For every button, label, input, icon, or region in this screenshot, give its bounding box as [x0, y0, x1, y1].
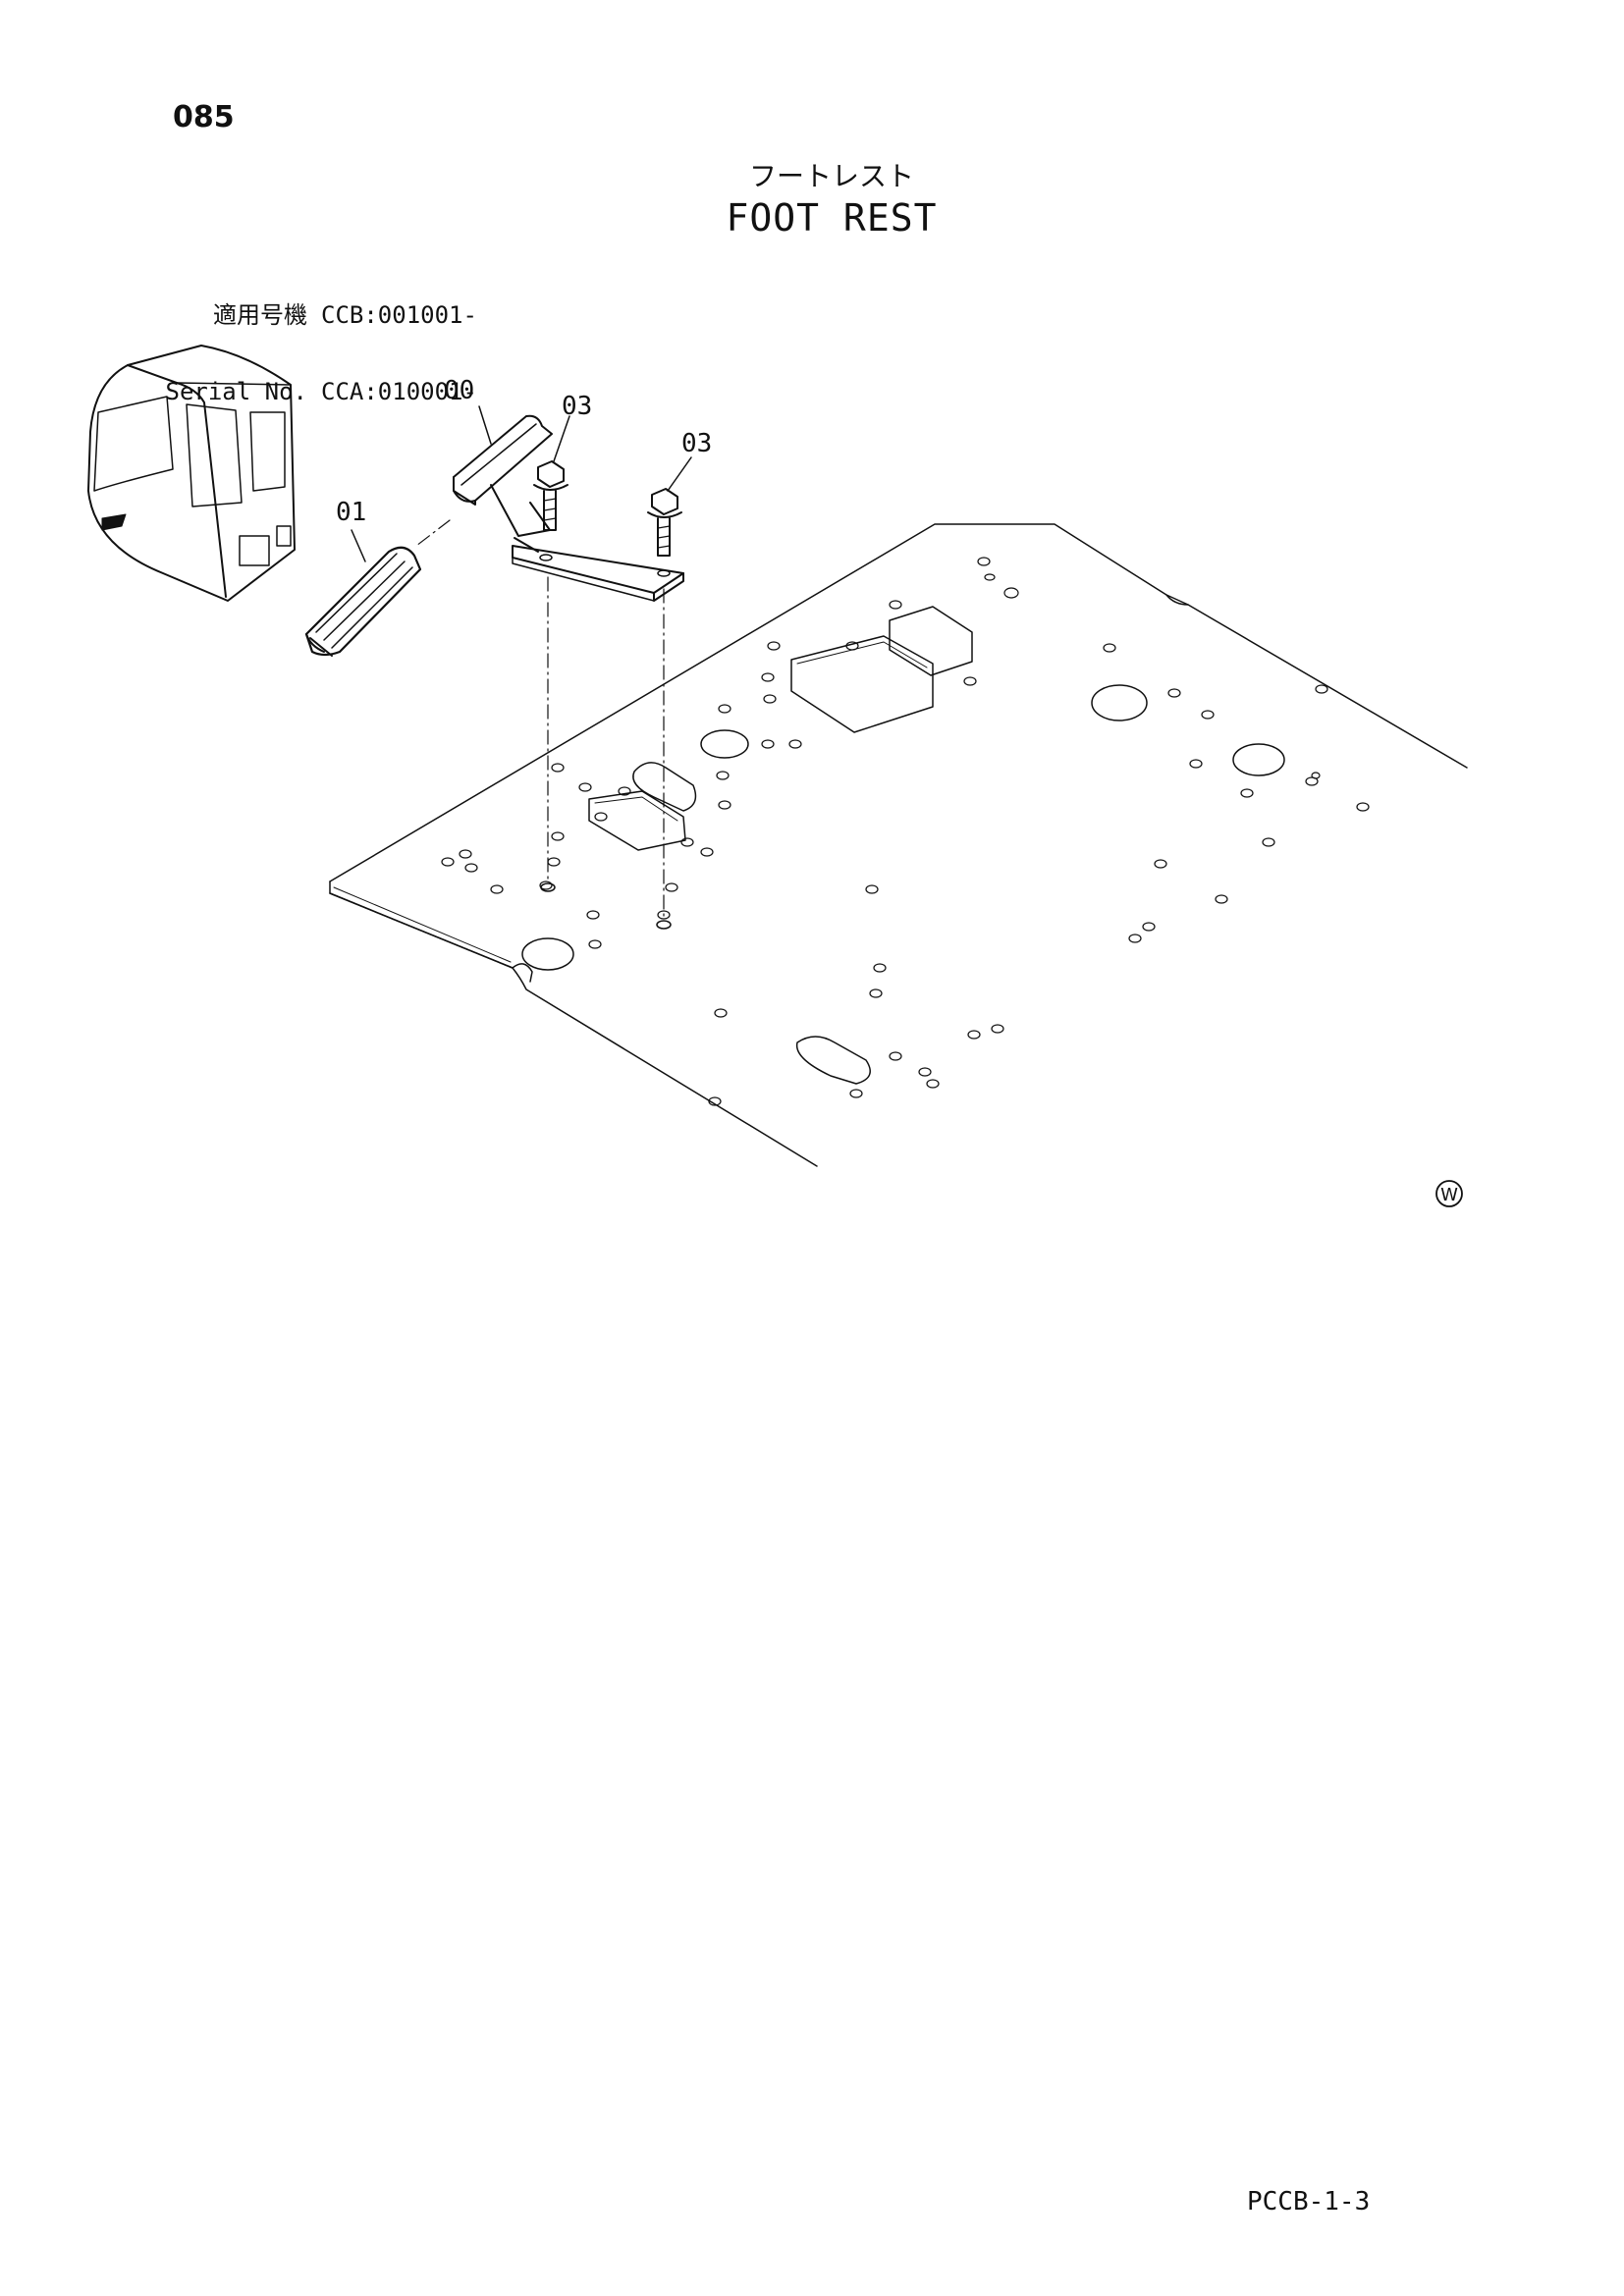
serial-value: CCA:010001- [321, 378, 477, 405]
cab-locator-icon [87, 345, 296, 602]
serial-row-applicable: 適用号機 CCB:001001- [155, 302, 477, 328]
serial-value: CCB:001001- [321, 301, 477, 329]
bolt-left [533, 460, 568, 531]
bolt-right [647, 488, 682, 557]
svg-text:W: W [1440, 1185, 1458, 1205]
footer-code: PCCB-1-3 [1247, 2187, 1371, 2216]
floor-plate [329, 523, 1468, 1167]
leader-lines [351, 405, 692, 562]
callout-03-right: 03 [681, 429, 712, 458]
alignment-lines [415, 519, 665, 922]
rubber-pad [304, 546, 422, 657]
page-number: 085 [173, 100, 235, 134]
callout-00: 00 [444, 376, 474, 405]
foot-rest-exploded-diagram: 00 01 03 03 W [87, 345, 1468, 1207]
foot-rest-bracket [453, 414, 684, 602]
callout-01: 01 [336, 498, 366, 527]
title-japanese: フートレスト [748, 160, 914, 192]
serial-label: 適用号機 [213, 301, 307, 329]
serial-block: 適用号機 CCB:001001- Serial No. CCA:010001- [155, 251, 477, 430]
title-english: FOOT REST [726, 196, 938, 240]
serial-row-number: Serial No. CCA:010001- [155, 379, 477, 404]
circled-w-mark: W [1435, 1180, 1463, 1207]
callout-03-left: 03 [562, 392, 592, 421]
